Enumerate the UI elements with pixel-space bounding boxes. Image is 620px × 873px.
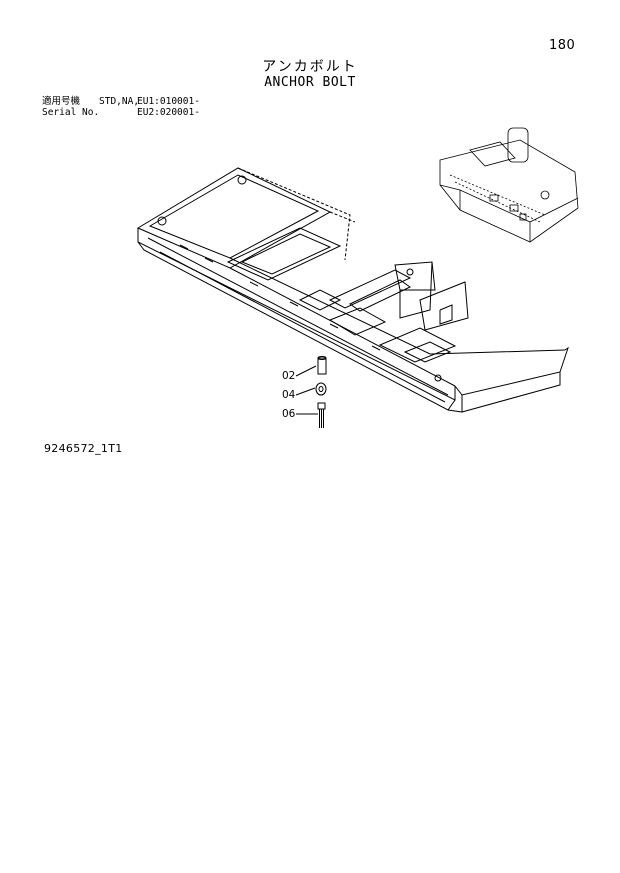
page-number: 180 (549, 38, 576, 53)
serial-models: STD,NA, (99, 96, 140, 107)
anchor-bolt-parts (295, 356, 327, 428)
serial-eu2: EU2:020001- (137, 107, 200, 118)
serial-number-block: 適用号機 STD,NA,EU1:010001- Serial No. EU2:020… (42, 96, 200, 118)
page-title-japanese: アンカボルト (262, 59, 358, 75)
serial-eu1: EU1:010001- (137, 96, 200, 107)
drawing-number: 9246572_1T1 (44, 442, 123, 455)
excavator-reference-icon (439, 127, 579, 243)
serial-label: Serial No. (42, 107, 100, 118)
callout-02: 02 (282, 370, 296, 382)
serial-label-japanese: 適用号機 (42, 96, 81, 107)
callout-04: 04 (282, 389, 296, 401)
frame-illustration (136, 167, 569, 413)
callout-06: 06 (282, 408, 296, 420)
page-title: ANCHOR BOLT (264, 75, 356, 90)
